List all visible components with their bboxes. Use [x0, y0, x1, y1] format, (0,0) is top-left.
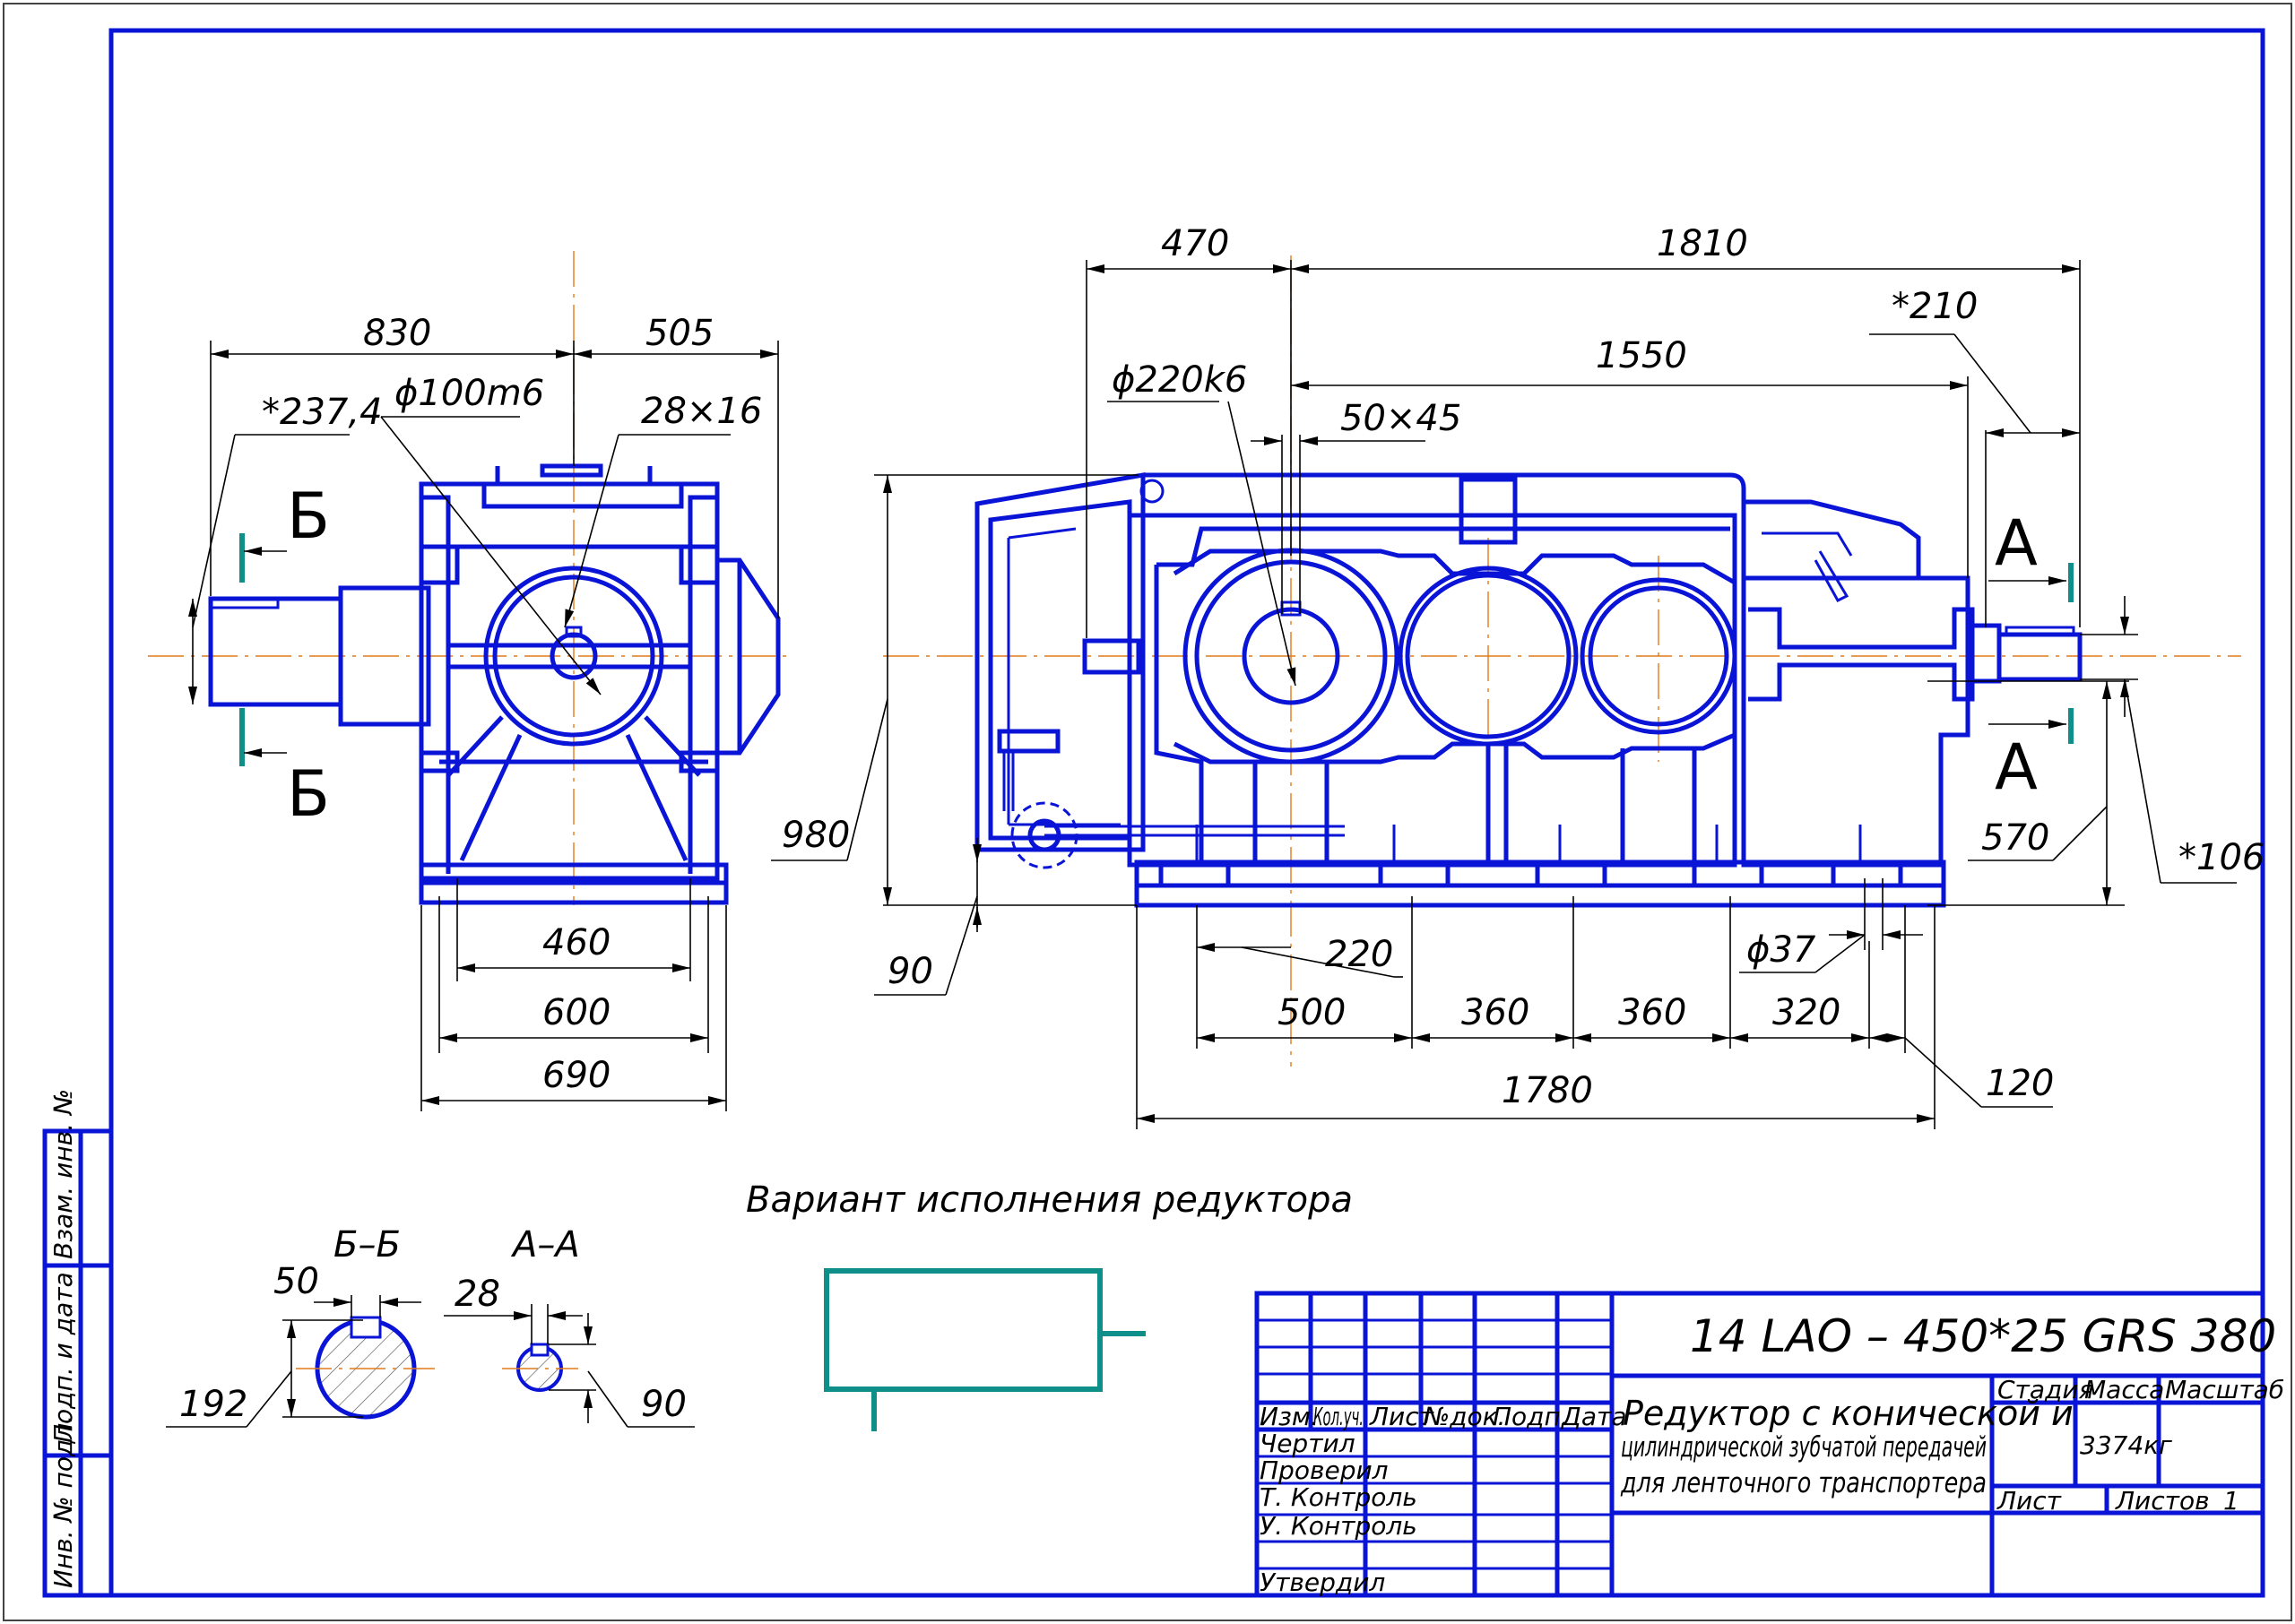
mark-a-top: А	[1995, 506, 2038, 580]
tb-mass-value: 3374кг	[2080, 1430, 2172, 1460]
dim-50x45: 50×45	[1340, 398, 1461, 439]
side-view-dimensions: 470 1810 1550 *210 ϕ220k6 50×45 980 90 2…	[771, 223, 2265, 1129]
dim-1810: 1810	[1657, 223, 1748, 264]
tb-name-1: Редуктор с конической и	[1623, 1394, 2074, 1433]
dim-600: 600	[542, 992, 611, 1033]
dim-1550: 1550	[1596, 335, 1687, 376]
dim-470: 470	[1161, 223, 1229, 264]
section-aa: А–А 28 90	[444, 1224, 695, 1428]
tb-sheets-label: Листов	[2115, 1486, 2210, 1516]
tb-row-proveril: Проверил	[1260, 1456, 1389, 1485]
tb-col-kol: Кол.уч.	[1313, 1402, 1364, 1431]
tb-col-podp: Подп.	[1493, 1402, 1569, 1431]
tb-row-tkontrol: Т. Контроль	[1260, 1482, 1417, 1512]
section-mark-b: Б Б	[239, 479, 330, 831]
section-bb-50: 50	[273, 1261, 319, 1302]
dim-1780: 1780	[1502, 1070, 1593, 1111]
section-bb-192: 192	[179, 1384, 247, 1425]
dim-237-4: *237,4	[262, 392, 383, 433]
title-block: Изм. Кол.уч. Лист №док. Подп. Дата Черти…	[1254, 1291, 2284, 1598]
dim-28x16: 28×16	[641, 391, 762, 432]
tb-sheets-value: 1	[2223, 1486, 2239, 1516]
dim-360-a: 360	[1461, 992, 1529, 1033]
section-bb: Б–Б 50 192	[166, 1224, 435, 1428]
end-view	[148, 251, 789, 905]
tb-name-2: цилиндрической зубчатой передачей	[1621, 1431, 1987, 1464]
tb-row-chertil: Чертил	[1260, 1429, 1355, 1458]
section-bb-title: Б–Б	[333, 1224, 401, 1266]
tb-name-3: для ленточного транспортера	[1620, 1467, 1987, 1499]
section-aa-title: А–А	[510, 1224, 580, 1266]
tb-designation: 14 LAO – 450*25 GRS 380	[1690, 1310, 2276, 1362]
dim-690: 690	[542, 1055, 611, 1096]
dim-106: *106	[2178, 837, 2265, 878]
end-view-dimensions: 830 505 *237,4 ϕ100m6 28×16 460 600 690	[188, 313, 779, 1111]
side-view	[883, 255, 2241, 1067]
tb-col-data: Дата	[1560, 1402, 1627, 1431]
tb-row-ukontrol: У. Контроль	[1260, 1511, 1417, 1541]
inner-frame	[108, 28, 2265, 1598]
variant-diagram: Вариант исполнения редуктора	[746, 1179, 1353, 1431]
mark-b-top: Б	[287, 479, 330, 553]
mark-a-bottom: А	[1995, 730, 2038, 804]
tb-col-izm: Изм.	[1260, 1402, 1319, 1431]
dim-570: 570	[1981, 817, 2049, 859]
dim-360-b: 360	[1618, 992, 1686, 1033]
stamp-inv: Инв. № подл.	[48, 1415, 78, 1588]
dim-980: 980	[782, 815, 850, 856]
section-aa-90: 90	[641, 1384, 687, 1425]
section-aa-28: 28	[455, 1274, 500, 1315]
section-mark-a: А А	[1988, 506, 2074, 804]
side-stamp: Взам. инв. № Подп. и дата Инв. № подл.	[42, 1089, 114, 1598]
tb-mass-label: Масса	[2084, 1375, 2164, 1404]
tb-col-list: Лист	[1369, 1402, 1434, 1431]
dim-320: 320	[1772, 992, 1840, 1033]
dim-220k6: ϕ220k6	[1112, 359, 1247, 401]
stamp-vzam: Взам. инв. №	[48, 1089, 78, 1259]
tb-row-utverdil: Утвердил	[1260, 1568, 1385, 1597]
dim-460: 460	[542, 922, 611, 963]
dim-505: 505	[645, 313, 714, 354]
dim-phi37: ϕ37	[1746, 929, 1816, 971]
tb-sheet-label: Лист	[1996, 1486, 2062, 1516]
dim-220: 220	[1325, 934, 1393, 975]
tb-stage-label: Стадия	[1997, 1375, 2093, 1404]
outer-border	[3, 3, 2292, 1621]
dim-830: 830	[363, 313, 431, 354]
tb-col-ndok: №док.	[1422, 1402, 1505, 1431]
dim-120: 120	[1986, 1063, 2054, 1104]
dim-90-side: 90	[888, 951, 933, 992]
variant-label: Вариант исполнения редуктора	[746, 1179, 1353, 1221]
dim-210: *210	[1892, 286, 1978, 327]
dim-100m6: ϕ100m6	[394, 373, 544, 414]
dim-500: 500	[1277, 992, 1346, 1033]
mark-b-bottom: Б	[287, 757, 330, 831]
stamp-podp: Подп. и дата	[48, 1272, 78, 1443]
tb-scale-label: Масштаб	[2165, 1375, 2284, 1404]
